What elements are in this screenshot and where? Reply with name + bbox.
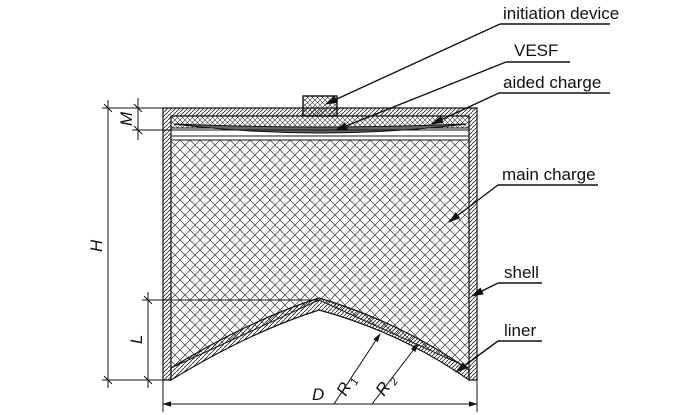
initiation-device [302, 95, 338, 117]
dim-h: H [87, 239, 106, 252]
main-charge [170, 139, 470, 369]
dim-l: L [127, 335, 146, 344]
dim-r1-sub: 1 [348, 376, 361, 387]
label-initiation-device: initiation device [503, 4, 619, 23]
liner [170, 297, 470, 382]
label-vesf: VESF [514, 41, 558, 60]
label-shell: shell [504, 263, 539, 282]
dim-d: D [312, 385, 324, 404]
dim-m: M [117, 111, 136, 126]
vesf-layer [173, 123, 467, 134]
label-main-charge: main charge [502, 165, 596, 184]
label-aided-charge: aided charge [503, 73, 601, 92]
label-liner: liner [504, 321, 536, 340]
